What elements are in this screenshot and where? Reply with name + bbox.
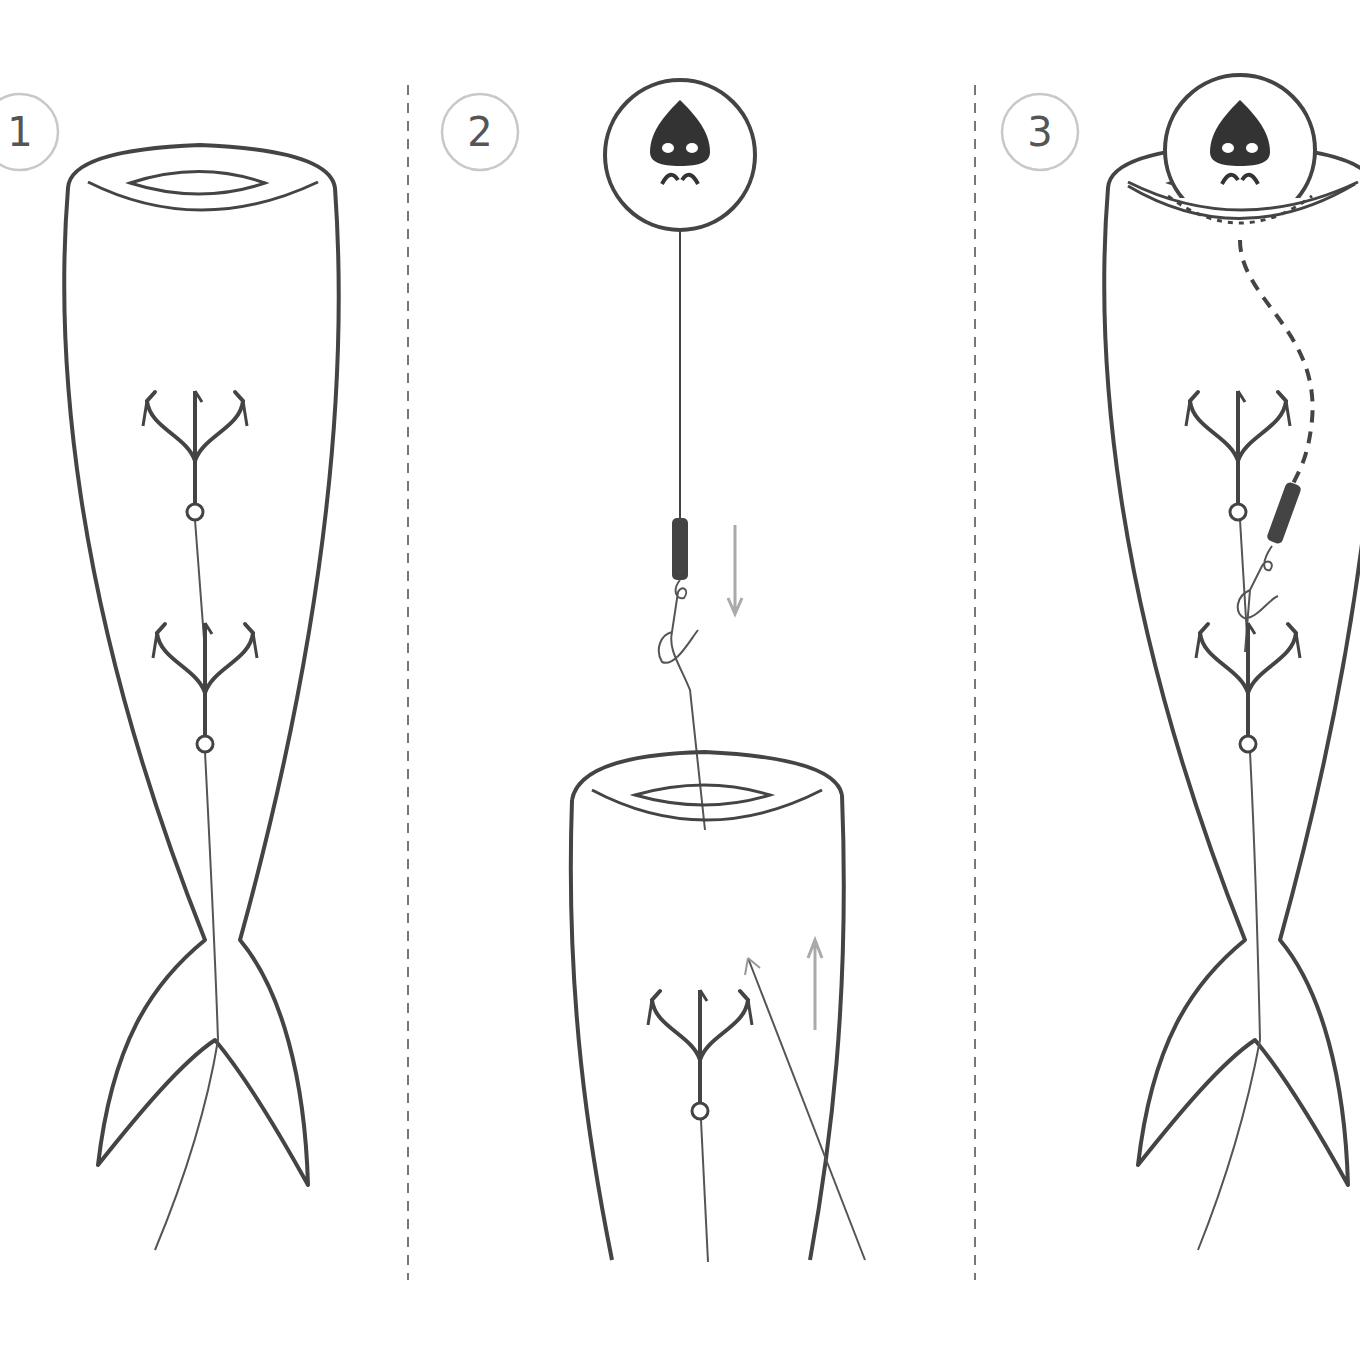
callout-number: 2 (467, 112, 492, 152)
panel-three-figure (1104, 145, 1360, 1185)
circle-outline (0, 94, 58, 170)
callout-number: 1 (7, 112, 32, 152)
knot-loop (659, 580, 705, 830)
crimp-sleeve (1266, 481, 1302, 545)
circle-outline (442, 94, 518, 170)
fish-opening (635, 785, 770, 805)
baiting-needle (748, 958, 865, 1260)
head-weight (1165, 75, 1315, 198)
callout-number: 3 (1027, 112, 1052, 152)
panel-divider (407, 85, 409, 1280)
head-weight-group (1165, 75, 1315, 198)
treble-hook (1186, 391, 1290, 520)
crimp-sleeve (672, 518, 688, 580)
fishing-line (700, 1100, 708, 1262)
direction-arrow (728, 525, 742, 614)
needle-tip (745, 958, 760, 975)
fish-rim (1128, 184, 1355, 219)
fish-head-icon (1210, 100, 1270, 184)
direction-arrow (808, 940, 822, 1030)
hidden-leader-wire (1240, 240, 1313, 486)
treble-hook (153, 623, 257, 752)
hidden-weight-edge (1168, 196, 1312, 223)
leader-wire (679, 230, 681, 520)
panel-divider (974, 85, 976, 1280)
bait-fish (1104, 145, 1360, 1185)
head-weight (605, 80, 755, 230)
treble-hook (143, 391, 247, 520)
bait-fish (64, 145, 338, 1185)
circle-outline (1002, 94, 1078, 170)
treble-hook (648, 990, 752, 1119)
step-number-circle: 3 (1000, 92, 1080, 172)
treble-hook (1196, 623, 1300, 752)
step-number-circle: 2 (440, 92, 520, 172)
bait-fish (571, 752, 844, 1260)
step-number-circle: 1 (0, 92, 60, 172)
fish-head-icon (650, 100, 710, 184)
